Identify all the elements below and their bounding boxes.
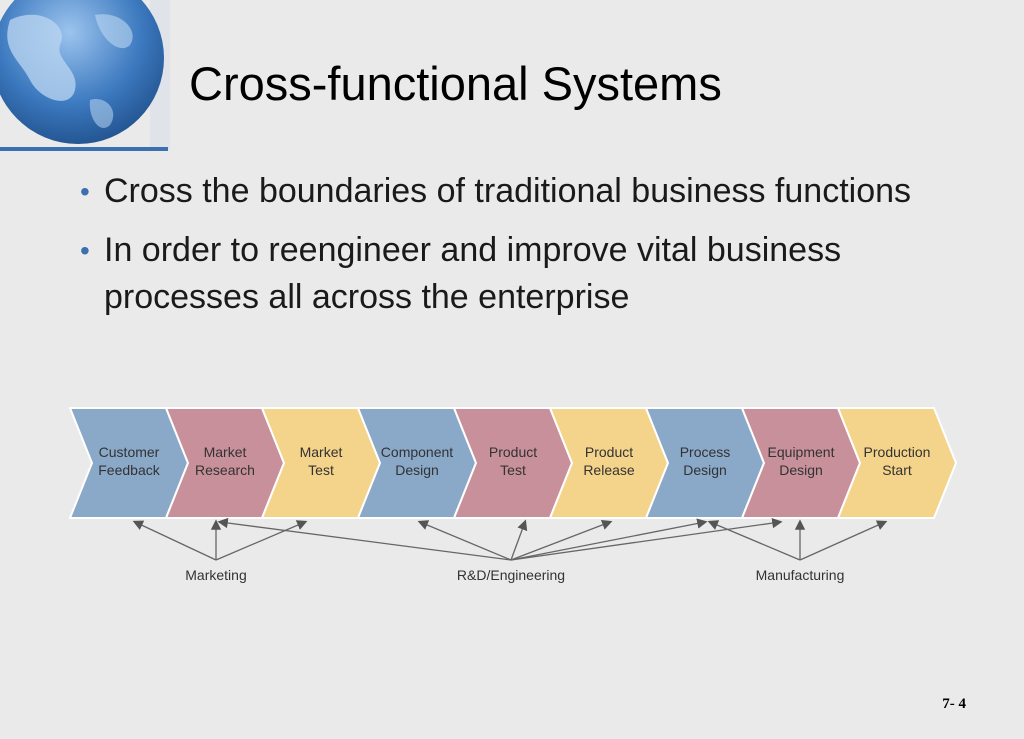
process-diagram: CustomerFeedbackMarketResearchMarketTest… bbox=[68, 407, 958, 583]
connector-arrow bbox=[799, 520, 888, 561]
bullet-item: • Cross the boundaries of traditional bu… bbox=[80, 168, 980, 215]
page-title: Cross-functional Systems bbox=[189, 57, 722, 110]
title-underline bbox=[0, 147, 168, 151]
process-step-label: Product bbox=[585, 444, 633, 460]
connector-arrow bbox=[132, 520, 217, 561]
process-step-label: Test bbox=[308, 462, 334, 478]
function-label-rnd: R&D/Engineering bbox=[457, 567, 565, 583]
connector-arrow bbox=[510, 519, 528, 561]
bullet-text: In order to reengineer and improve vital… bbox=[104, 231, 842, 316]
connector-arrow bbox=[215, 520, 308, 561]
bullet-dot-icon: • bbox=[80, 176, 90, 207]
connector-arrow bbox=[510, 517, 783, 561]
process-step-label: Process bbox=[680, 444, 731, 460]
process-step-label: Design bbox=[779, 462, 823, 478]
page-number: 7- 4 bbox=[942, 696, 966, 712]
process-step-label: Product bbox=[489, 444, 537, 460]
function-label-marketing: Marketing bbox=[185, 567, 246, 583]
bullet-list: • Cross the boundaries of traditional bu… bbox=[80, 168, 980, 333]
function-label-manufacturing: Manufacturing bbox=[756, 567, 845, 583]
process-step-label: Release bbox=[583, 462, 635, 478]
process-step-label: Component bbox=[381, 444, 453, 460]
connector-arrow bbox=[707, 520, 801, 561]
process-step-label: Equipment bbox=[768, 444, 835, 460]
process-step-label: Start bbox=[882, 462, 912, 478]
connector-arrow bbox=[217, 517, 512, 561]
process-step-label: Customer bbox=[99, 444, 160, 460]
process-step-label: Market bbox=[300, 444, 343, 460]
process-step-label: Market bbox=[204, 444, 247, 460]
bullet-text: Cross the boundaries of traditional busi… bbox=[104, 172, 912, 210]
bullet-item: • In order to reengineer and improve vit… bbox=[80, 227, 980, 321]
connector-arrow bbox=[510, 519, 613, 561]
process-step-label: Research bbox=[195, 462, 255, 478]
process-step-label: Design bbox=[395, 462, 439, 478]
process-step-label: Design bbox=[683, 462, 727, 478]
chevron-shape bbox=[836, 407, 958, 519]
process-step-label: Test bbox=[500, 462, 526, 478]
process-step-label: Production bbox=[864, 444, 931, 460]
globe-logo bbox=[0, 0, 170, 150]
bullet-dot-icon: • bbox=[80, 235, 90, 266]
process-step-label: Feedback bbox=[98, 462, 160, 478]
connector-arrow bbox=[417, 520, 512, 561]
connector-arrow bbox=[510, 518, 708, 561]
